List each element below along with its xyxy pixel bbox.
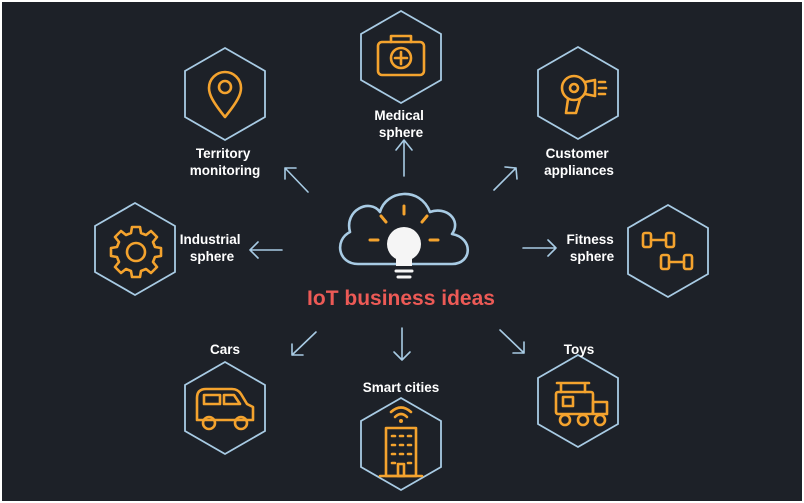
sphere-label: Smart cities <box>363 380 440 395</box>
arrow-up-right <box>493 166 518 191</box>
hexagon <box>537 353 619 449</box>
sphere-label: Cars <box>210 342 240 357</box>
arrow-up <box>395 139 413 177</box>
sphere-cars: Cars <box>184 342 266 456</box>
hexagon <box>360 396 442 492</box>
sphere-label: Fitness sphere <box>566 232 617 264</box>
arrow-right <box>522 239 557 257</box>
arrow-down <box>393 327 411 361</box>
sphere-fitness: Fitness sphere <box>566 203 709 299</box>
arrow-left <box>249 241 283 259</box>
sphere-industrial: Industrial sphere <box>94 201 245 297</box>
page-title: IoT business ideas <box>307 287 495 310</box>
gear-icon <box>109 225 163 279</box>
arrow-up-left <box>284 167 309 193</box>
arrow-down-right <box>499 329 525 354</box>
arrow-down-left <box>291 331 317 356</box>
sphere-label: Industrial sphere <box>180 232 245 264</box>
sphere-label: Customer appliances <box>544 146 614 178</box>
sphere-toys: Toys <box>537 342 619 449</box>
hair-dryer-icon <box>560 74 608 115</box>
medical-kit-icon <box>376 34 426 77</box>
sphere-medical: Medical sphere <box>360 9 442 140</box>
sphere-label: Toys <box>564 342 595 357</box>
hexagon <box>537 45 619 141</box>
smart-building-icon <box>378 406 424 478</box>
hexagon <box>94 201 176 297</box>
hexagon <box>184 360 266 456</box>
hexagon <box>627 203 709 299</box>
sphere-label: Territory monitoring <box>190 146 261 178</box>
sphere-customer-appliances: Customer appliances <box>537 45 619 178</box>
hexagon <box>184 46 266 142</box>
sphere-territory-monitoring: Territory monitoring <box>184 46 266 178</box>
sphere-label: Medical sphere <box>374 108 427 140</box>
toy-train-icon <box>554 381 609 427</box>
cloud-lightbulb-icon <box>338 192 469 279</box>
location-pin-icon <box>207 70 243 119</box>
hexagon <box>360 9 442 105</box>
car-icon <box>195 387 255 431</box>
dumbbell-icon <box>641 231 694 271</box>
sphere-smart-cities: Smart cities <box>360 380 442 492</box>
